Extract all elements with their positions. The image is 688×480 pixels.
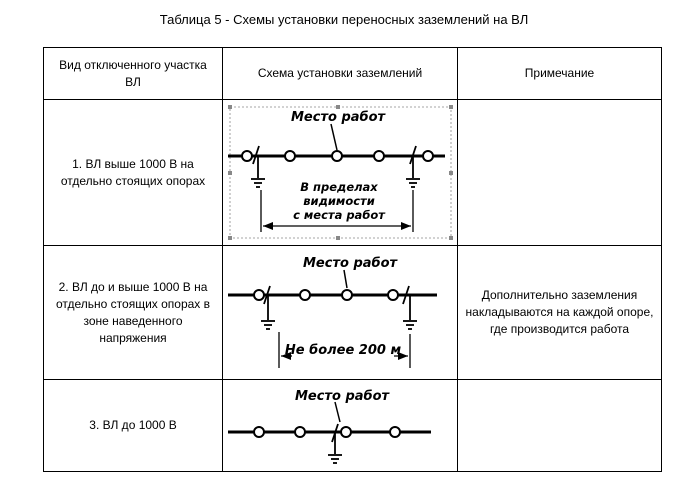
row2-scheme: Место работ	[222, 245, 458, 380]
work-place-label: Место работ	[295, 389, 391, 404]
header-note: Примечание	[457, 47, 662, 100]
table-row: 3. ВЛ до 1000 В Место работ	[43, 379, 662, 472]
work-place-label: Место работ	[291, 110, 387, 125]
range-label-line3: с места работ	[293, 208, 386, 222]
insulator-icons	[253, 289, 399, 301]
work-place-pointer	[334, 401, 341, 423]
grounding-schemes-table: Вид отключенного участка ВЛ Схема устано…	[43, 47, 662, 472]
work-place-label: Место работ	[303, 256, 399, 271]
table-row: 2. ВЛ до и выше 1000 В на отдельно стоящ…	[43, 245, 662, 380]
row3-scheme-diagram: Место работ	[228, 389, 431, 464]
row3-scheme: Место работ	[222, 379, 458, 472]
ground-icon-left	[251, 145, 265, 188]
row2-note: Дополнительно заземления накладываются н…	[457, 245, 662, 380]
row3-section-type: 3. ВЛ до 1000 В	[43, 379, 223, 472]
row1-scheme-diagram: Место работ	[228, 105, 453, 240]
insulator-icons	[253, 426, 401, 438]
range-label-background	[292, 342, 394, 358]
row3-note	[457, 379, 662, 472]
range-label: Не более 200 м	[285, 343, 402, 358]
dimension-arrow-left	[281, 352, 291, 360]
header-section-type: Вид отключенного участка ВЛ	[43, 47, 223, 100]
ground-icon-left	[261, 285, 275, 330]
row1-note	[457, 99, 662, 246]
range-label-line1: В пределах	[300, 180, 378, 194]
insulator-icons	[241, 150, 434, 162]
range-label-line2: видимости	[303, 194, 375, 208]
dimension-arrow-right	[401, 222, 411, 230]
row1-scheme: Место работ	[222, 99, 458, 246]
ground-icon-right	[406, 145, 420, 188]
row2-scheme-diagram: Место работ	[228, 256, 437, 368]
row1-section-type: 1. ВЛ выше 1000 В на отдельно стоящих оп…	[43, 99, 223, 246]
ground-icon-right	[402, 285, 417, 330]
table-title: Таблица 5 - Схемы установки переносных з…	[159, 12, 529, 27]
dimension-arrow-right	[398, 352, 408, 360]
ground-icon	[328, 423, 342, 464]
row2-section-type: 2. ВЛ до и выше 1000 В на отдельно стоящ…	[43, 245, 223, 380]
work-place-pointer	[330, 123, 338, 151]
dimension-arrow-left	[263, 222, 273, 230]
header-scheme: Схема установки заземлений	[222, 47, 458, 100]
dimension-lines	[260, 190, 414, 232]
work-place-pointer	[343, 269, 348, 289]
table-row: 1. ВЛ выше 1000 В на отдельно стоящих оп…	[43, 99, 662, 246]
selection-handles[interactable]	[228, 105, 453, 240]
table-header-row: Вид отключенного участка ВЛ Схема устано…	[43, 47, 662, 100]
